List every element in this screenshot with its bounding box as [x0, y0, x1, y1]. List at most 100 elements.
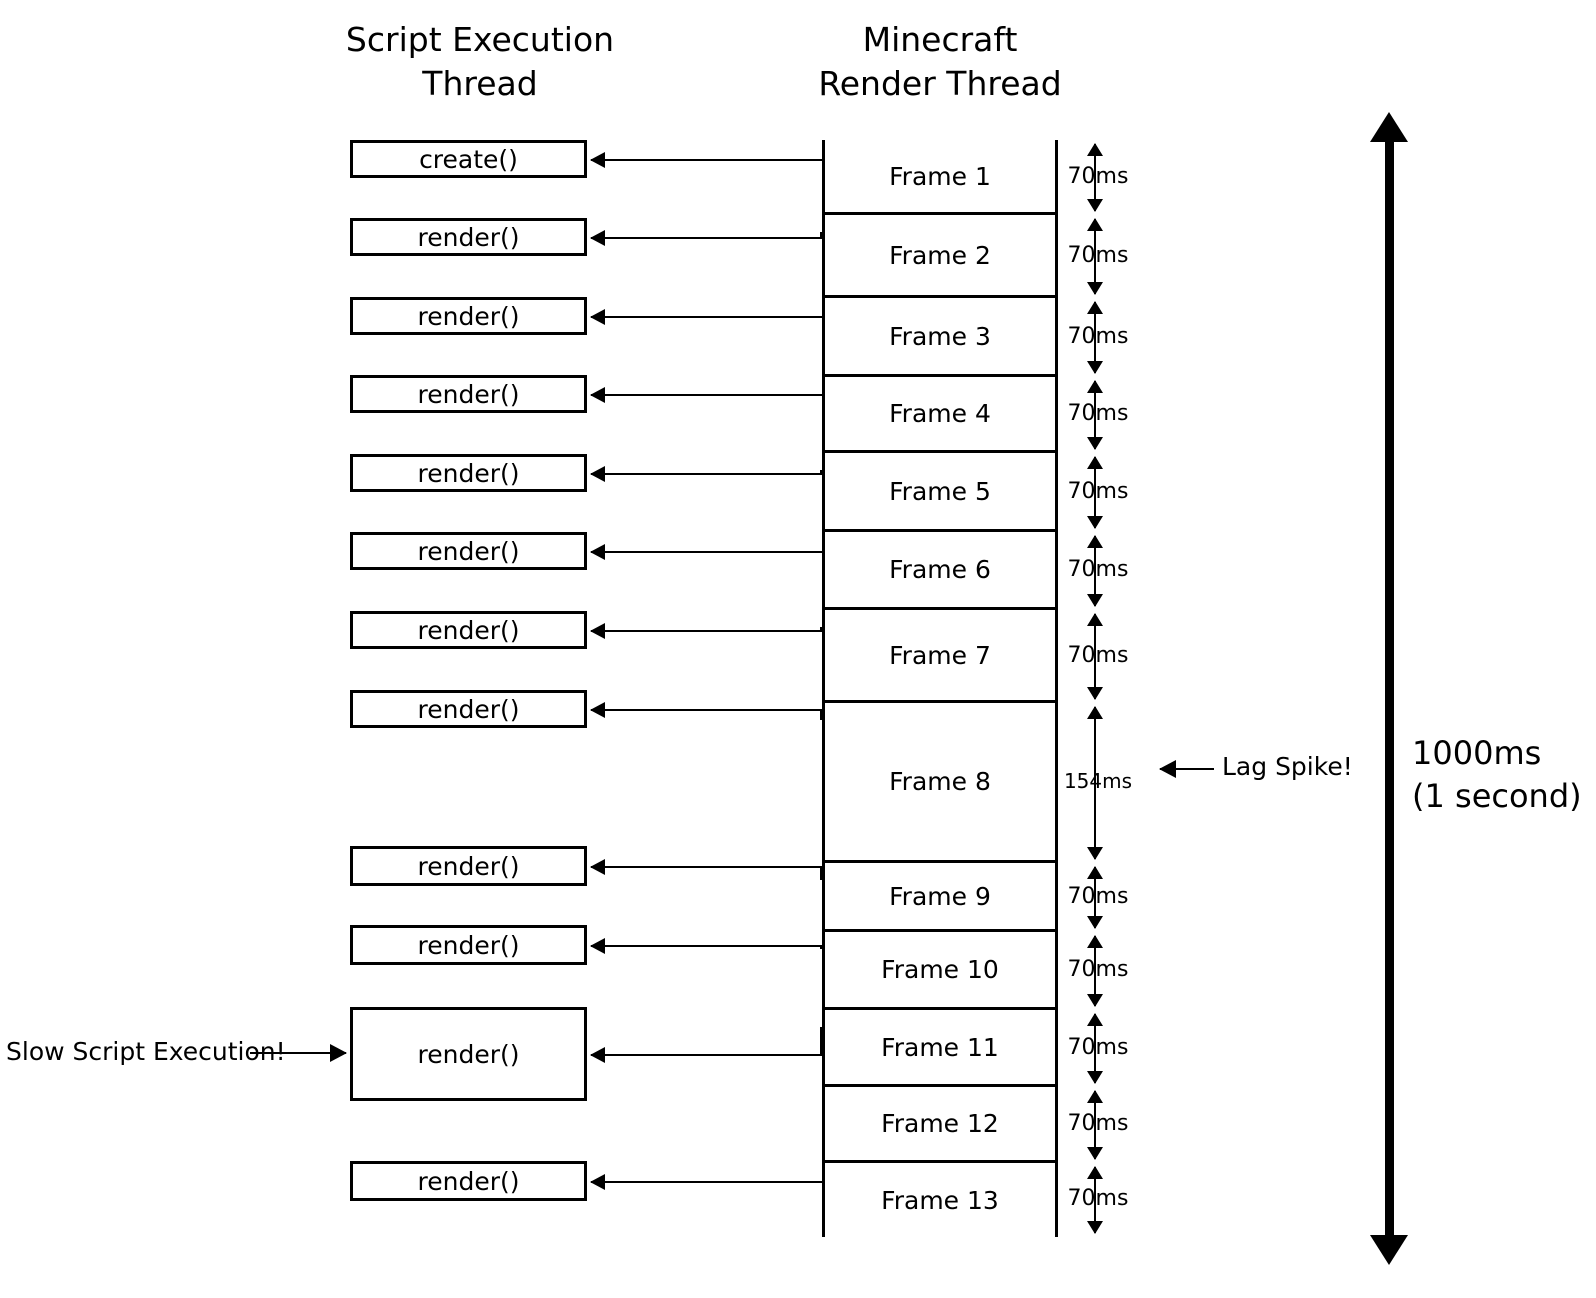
frame-duration-label: 70ms	[1067, 401, 1129, 426]
slow-script-arrow	[250, 1044, 347, 1062]
render-frame-label: Frame 11	[881, 1032, 999, 1062]
render-frame-cell: Frame 9	[825, 863, 1055, 932]
render-frame-cell: Frame 1	[825, 140, 1055, 215]
script-call-box: render()	[350, 925, 587, 965]
frame-duration-gauge	[1087, 456, 1103, 529]
connector-jog	[820, 1027, 822, 1054]
frame-to-script-connector	[590, 544, 822, 560]
script-call-box: render()	[350, 454, 587, 492]
frame-duration-gauge	[1087, 380, 1103, 450]
frame-duration-gauge	[1087, 613, 1103, 700]
render-frame-cell: Frame 5	[825, 453, 1055, 532]
script-call-box: render()	[350, 1161, 587, 1201]
script-call-label: render()	[417, 458, 520, 488]
frame-duration-gauge	[1087, 301, 1103, 374]
slow-script-annotation: Slow Script Execution!	[6, 1037, 286, 1066]
script-call-box: render()	[350, 1007, 587, 1101]
render-frame-label: Frame 5	[889, 476, 991, 506]
frame-duration-gauge	[1087, 1166, 1103, 1234]
frame-duration-label: 70ms	[1067, 642, 1129, 668]
script-call-box: render()	[350, 375, 587, 413]
frame-duration-label: 70ms	[1067, 242, 1129, 268]
script-call-box: render()	[350, 690, 587, 728]
connector-jog	[820, 866, 822, 880]
render-frame-label: Frame 7	[889, 640, 991, 670]
script-call-label: render()	[417, 536, 520, 566]
frame-duration-label: 70ms	[1067, 163, 1129, 189]
render-frame-cell: Frame 12	[825, 1087, 1055, 1163]
render-frame-cell: Frame 8	[825, 703, 1055, 863]
frame-duration-gauge	[1087, 535, 1103, 607]
script-call-box: render()	[350, 846, 587, 886]
script-call-label: render()	[417, 694, 520, 724]
script-call-label: render()	[417, 930, 520, 960]
frame-to-script-connector	[590, 1047, 822, 1063]
render-frame-cell: Frame 3	[825, 298, 1055, 377]
script-call-box: create()	[350, 140, 587, 178]
connector-jog	[820, 945, 822, 949]
frame-duration-gauge	[1087, 1090, 1103, 1160]
lag-spike-arrow	[1159, 760, 1214, 778]
render-frame-cell: Frame 13	[825, 1163, 1055, 1237]
frame-duration-gauge	[1087, 866, 1103, 929]
connector-jog	[820, 232, 822, 237]
render-frame-label: Frame 13	[881, 1185, 999, 1215]
script-call-label: render()	[417, 615, 520, 645]
render-frame-cell: Frame 7	[825, 610, 1055, 703]
frame-duration-label: 70ms	[1067, 478, 1129, 504]
frame-duration-label: 70ms	[1067, 323, 1129, 349]
connector-jog	[820, 627, 822, 630]
frame-to-script-connector	[590, 938, 822, 954]
connector-jog	[820, 709, 822, 720]
frame-to-script-connector	[590, 387, 822, 403]
script-call-label: render()	[417, 1166, 520, 1196]
render-frame-label: Frame 4	[889, 399, 991, 428]
render-frame-cell: Frame 4	[825, 377, 1055, 453]
total-duration-arrow	[1370, 112, 1408, 1265]
script-call-label: render()	[417, 301, 520, 331]
render-frame-label: Frame 3	[889, 321, 991, 351]
frame-duration-label: 70ms	[1067, 1186, 1129, 1211]
frame-duration-label: 70ms	[1067, 957, 1129, 982]
frame-to-script-connector	[590, 152, 822, 168]
render-thread-column-title: Minecraft Render Thread	[818, 20, 1062, 103]
frame-duration-label: 70ms	[1067, 1034, 1129, 1060]
render-frame-stack: Frame 1 Frame 2 Frame 3 Frame 4 Frame 5 Frame…	[822, 140, 1058, 1237]
total-duration-label: 1000ms (1 second)	[1412, 734, 1582, 816]
render-frame-cell: Frame 6	[825, 532, 1055, 610]
frame-to-script-connector	[590, 1174, 822, 1190]
script-call-box: render()	[350, 611, 587, 649]
frame-to-script-connector	[590, 230, 822, 246]
frame-to-script-connector	[590, 859, 822, 875]
render-frame-label: Frame 1	[889, 161, 991, 191]
script-call-box: render()	[350, 297, 587, 335]
frame-duration-label: 70ms	[1067, 557, 1129, 582]
frame-duration-label: 70ms	[1067, 883, 1129, 909]
render-frame-label: Frame 8	[889, 767, 991, 796]
script-call-label: create()	[419, 144, 518, 174]
script-call-box: render()	[350, 218, 587, 256]
frame-to-script-connector	[590, 466, 822, 482]
lag-spike-annotation: Lag Spike!	[1222, 752, 1353, 781]
render-frame-label: Frame 12	[881, 1109, 999, 1138]
script-call-box: render()	[350, 532, 587, 570]
frame-duration-gauge	[1087, 935, 1103, 1007]
frame-duration-label: 154ms	[1063, 769, 1133, 793]
script-call-label: render()	[417, 851, 520, 881]
render-frame-cell: Frame 2	[825, 215, 1055, 298]
frame-to-script-connector	[590, 309, 822, 325]
frame-to-script-connector	[590, 623, 822, 639]
script-call-label: render()	[417, 222, 520, 252]
script-call-label: render()	[417, 379, 520, 409]
frame-duration-gauge	[1087, 706, 1103, 860]
render-frame-cell: Frame 11	[825, 1010, 1055, 1087]
render-frame-label: Frame 10	[881, 955, 999, 984]
frame-duration-gauge	[1087, 1013, 1103, 1084]
frame-to-script-connector	[590, 702, 822, 718]
render-frame-cell: Frame 10	[825, 932, 1055, 1010]
script-call-label: render()	[417, 1039, 520, 1069]
render-frame-label: Frame 2	[889, 240, 991, 270]
frame-duration-gauge	[1087, 143, 1103, 212]
frame-duration-gauge	[1087, 218, 1103, 295]
